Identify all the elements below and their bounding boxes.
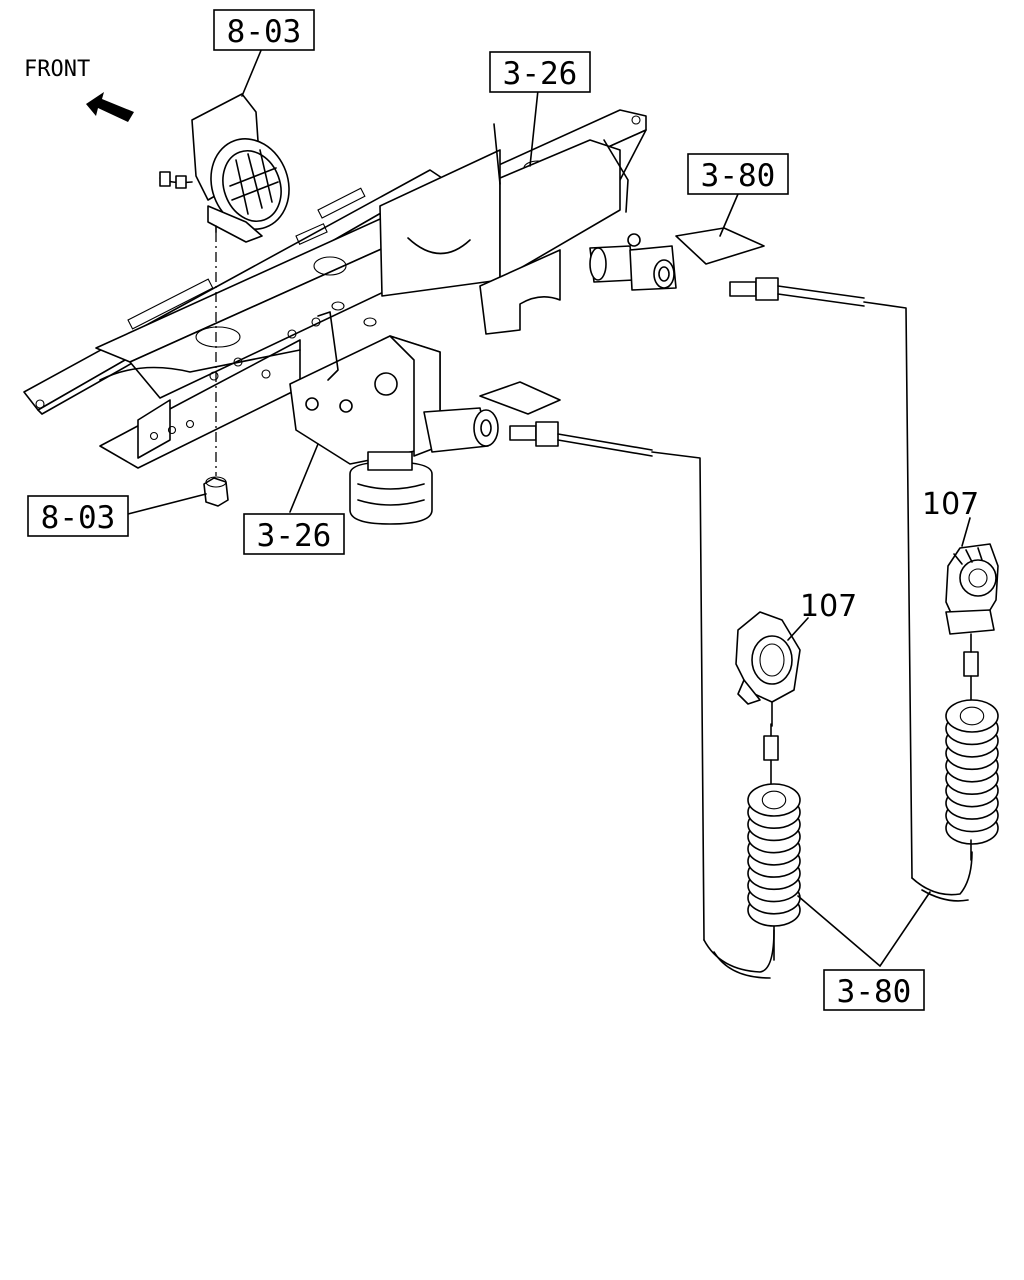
coiled-hose-left [747, 723, 801, 961]
callout-bracket-top: 3-26 [489, 51, 591, 93]
coil-left-core [761, 790, 787, 810]
callout-horn-top: 8-03 [213, 9, 315, 51]
callout-bracket-top-text: 3-26 [503, 56, 578, 92]
horn-assembly [159, 93, 290, 243]
coupling-left [735, 611, 801, 727]
callout-coupling-right: 107 [922, 487, 979, 522]
callout-horn-top-text: 8-03 [227, 14, 302, 50]
horn-nut [203, 476, 229, 507]
callout-horn-nut-text: 8-03 [41, 500, 116, 536]
callout-hose-top-text: 3-80 [701, 158, 776, 194]
front-label: FRONT [24, 57, 90, 82]
coupling-right [945, 543, 999, 653]
coiled-hose-right [945, 651, 999, 861]
coil-right-core [959, 706, 985, 726]
callout-bracket-bottom-text: 3-26 [257, 518, 332, 554]
callout-hose-top: 3-80 [687, 153, 789, 195]
leader-lines [127, 47, 971, 967]
coil-left-ring [747, 783, 801, 817]
callout-horn-nut: 8-03 [27, 495, 129, 537]
callout-coupling-left: 107 [800, 589, 857, 624]
callout-hose-bottom-text: 3-80 [837, 974, 912, 1010]
hose-assembly-lower [423, 381, 775, 979]
front-indicator: FRONT [24, 57, 134, 122]
valve-bracket-lower [289, 311, 441, 525]
front-arrow-icon [86, 92, 134, 122]
callout-bracket-bottom: 3-26 [243, 513, 345, 555]
callout-hose-bottom: 3-80 [823, 969, 925, 1011]
coil-right-ring [945, 699, 999, 733]
hose-assembly-upper [589, 227, 973, 902]
valve-bracket-upper [379, 123, 629, 335]
